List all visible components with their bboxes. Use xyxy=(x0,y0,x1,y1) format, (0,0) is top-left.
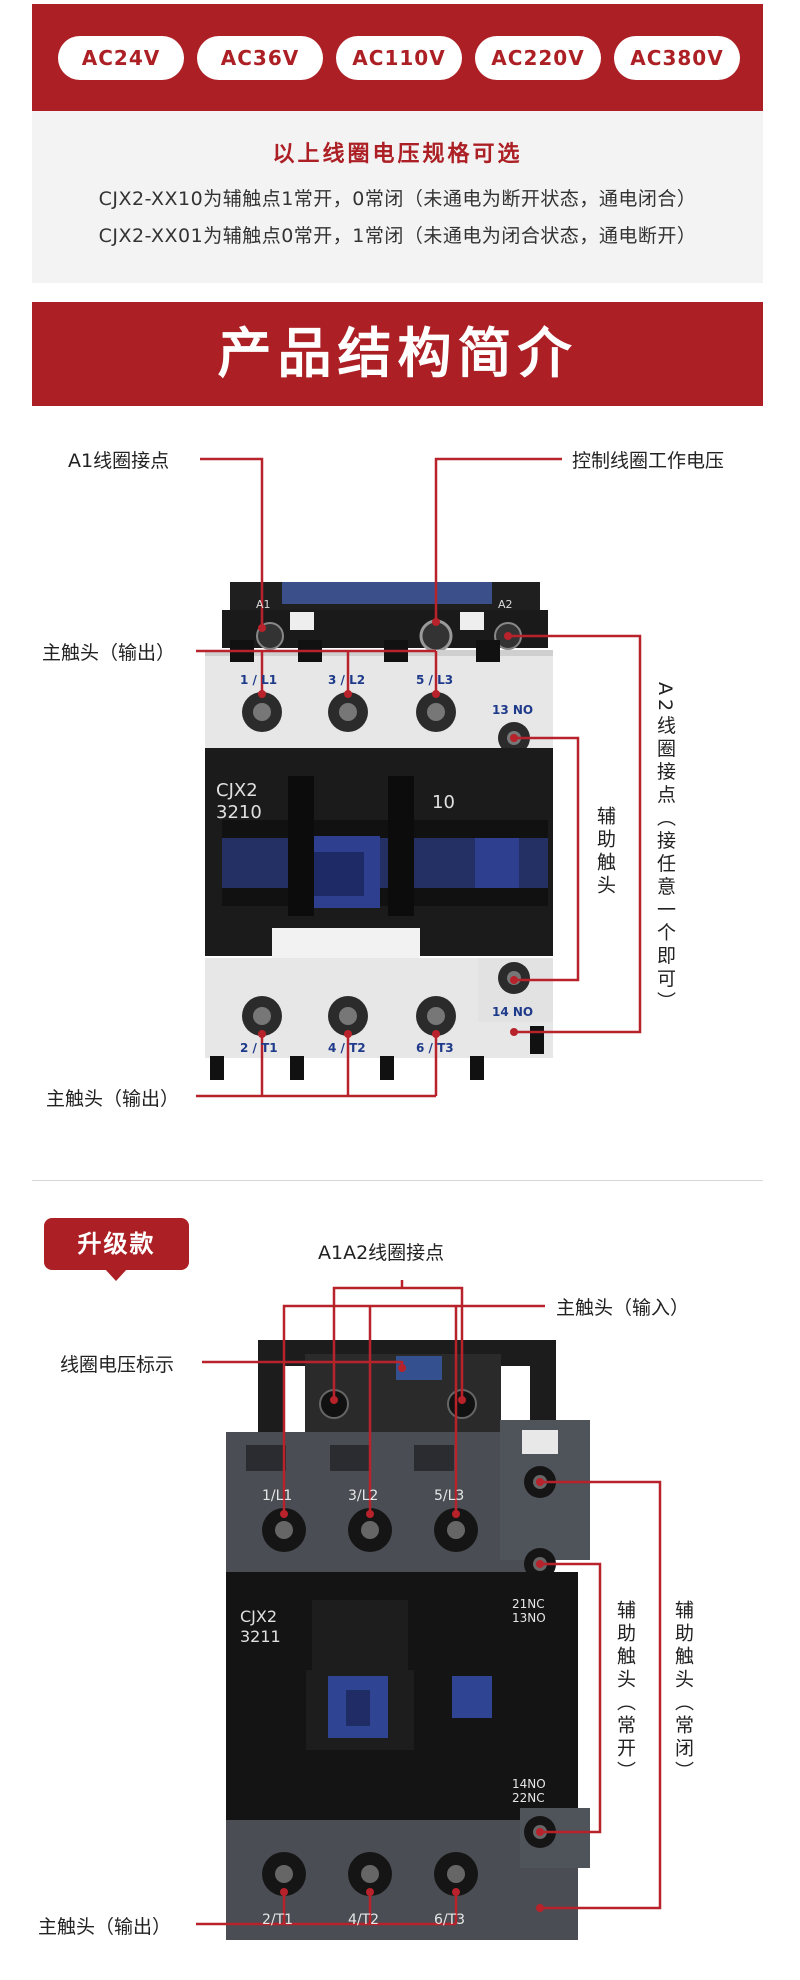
terminal-22nc-label: 22NC xyxy=(512,1791,545,1805)
terminal-a1-label: A1 xyxy=(256,598,271,611)
terminal-t2-label-2: 4/T2 xyxy=(348,1912,379,1928)
terminal-14no-label: 14 NO xyxy=(492,1005,533,1019)
aux-contact-no-label: 辅助触头（常开） xyxy=(614,1600,636,1784)
section-banner: 产品结构简介 xyxy=(32,302,763,406)
voltage-option-ac24v: AC24V xyxy=(58,36,184,80)
aux-contact-note-01: CJX2-XX01为辅触点0常开，1常闭（未通电为闭合状态，通电断开） xyxy=(98,225,697,247)
a1-coil-label: A1线圈接点 xyxy=(68,450,170,472)
coil-voltage-label: 控制线圈工作电压 xyxy=(572,450,725,472)
voltage-note-title: 以上线圈电压规格可选 xyxy=(272,142,523,167)
terminal-l1-label-2: 1/L1 xyxy=(262,1488,292,1504)
aux-contact-note-10: CJX2-XX10为辅触点1常开，0常闭（未通电为断开状态，通电闭合） xyxy=(98,188,697,210)
terminal-t3-label: 6 / T3 xyxy=(416,1041,454,1055)
terminal-13no-label: 13 NO xyxy=(492,703,533,717)
terminal-21nc-label: 21NC xyxy=(512,1597,545,1611)
terminal-l2-label: 3 / L2 xyxy=(328,673,365,687)
main-contact-output-label-2: 主触头（输出） xyxy=(38,1916,172,1938)
section-divider xyxy=(32,1180,763,1181)
upgraded-model-tag: 升级款 xyxy=(44,1218,189,1270)
coil-voltage-mark-label: 线圈电压标示 xyxy=(60,1354,175,1376)
main-contact-input-label: 主触头（输入） xyxy=(556,1297,690,1319)
voltage-option-ac36v: AC36V xyxy=(197,36,323,80)
terminal-l1-label: 1 / L1 xyxy=(240,673,277,687)
model-name-2: CJX2 xyxy=(240,1607,277,1626)
a1a2-coil-label: A1A2线圈接点 xyxy=(318,1242,445,1264)
terminal-t1-label: 2 / T1 xyxy=(240,1041,278,1055)
a2-coil-label: A2线圈接点（接任意一个即可） xyxy=(654,682,676,1015)
main-contact-output-bottom-label: 主触头（输出） xyxy=(46,1088,180,1110)
voltage-note-panel xyxy=(32,111,763,283)
aux-contact-label: 辅助触头 xyxy=(594,806,616,898)
model-number-2: 3211 xyxy=(240,1627,281,1646)
terminal-13no-label-2: 13NO xyxy=(512,1611,546,1625)
terminal-a2-label: A2 xyxy=(498,598,513,611)
terminal-t3-label-2: 6/T3 xyxy=(434,1912,465,1928)
terminal-14no-label-2: 14NO xyxy=(512,1777,546,1791)
terminal-t2-label: 4 / T2 xyxy=(328,1041,366,1055)
aux-config-code: 10 xyxy=(432,792,455,813)
model-number: 3210 xyxy=(216,802,262,823)
contactor-3211-diagram: 1/L1 3/L2 5/L3 21NC 13NO 14NO 22NC 2/T1 … xyxy=(196,1280,662,1940)
terminal-l3-label-2: 5/L3 xyxy=(434,1488,464,1504)
terminal-t1-label-2: 2/T1 xyxy=(262,1912,293,1928)
voltage-option-ac110v: AC110V xyxy=(336,36,462,80)
voltage-option-ac220v: AC220V xyxy=(475,36,601,80)
model-name: CJX2 xyxy=(216,780,258,801)
tag-pointer xyxy=(104,1268,128,1281)
main-contact-output-top-label: 主触头（输出） xyxy=(42,642,176,664)
terminal-l2-label-2: 3/L2 xyxy=(348,1488,378,1504)
voltage-option-ac380v: AC380V xyxy=(614,36,740,80)
contactor-3210-diagram: 1 / L1 3 / L2 5 / L3 13 NO 14 NO 2 / T1 … xyxy=(196,457,642,1098)
terminal-l3-label: 5 / L3 xyxy=(416,673,453,687)
aux-contact-nc-label: 辅助触头（常闭） xyxy=(672,1600,694,1784)
